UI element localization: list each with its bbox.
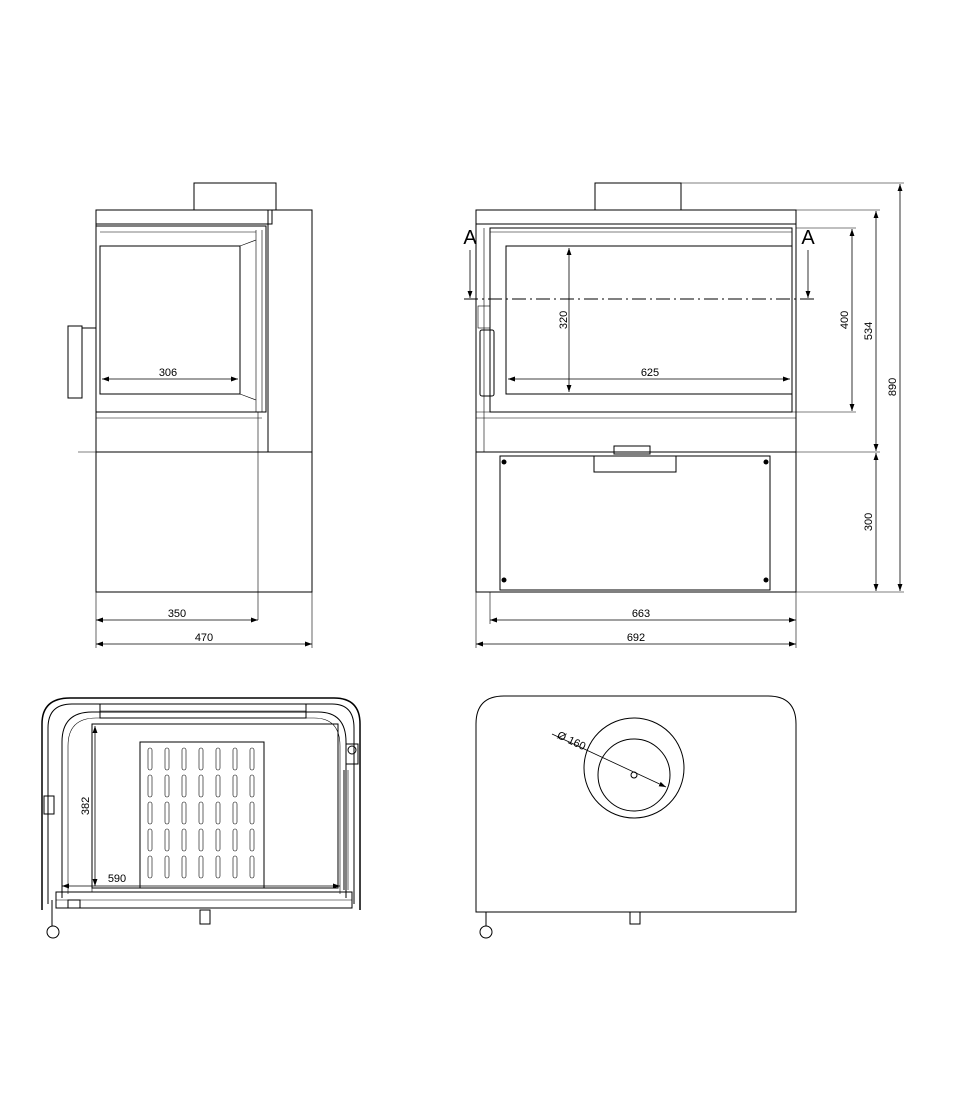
section-grate-slots bbox=[147, 747, 255, 879]
section-knob bbox=[46, 925, 60, 939]
grate-slot bbox=[232, 774, 238, 798]
side-handle bbox=[67, 325, 83, 399]
grate-slot bbox=[164, 828, 170, 852]
top-dim-diameter bbox=[551, 733, 667, 788]
grate-slot bbox=[198, 855, 204, 879]
grate-slot bbox=[215, 774, 221, 798]
front-door bbox=[489, 227, 793, 413]
front-flue-collar bbox=[594, 182, 682, 211]
grate-slot bbox=[249, 774, 255, 798]
grate-slot bbox=[164, 855, 170, 879]
grate-slot bbox=[147, 828, 153, 852]
section-label-left: A bbox=[463, 227, 477, 249]
side-dim-470-label: 470 bbox=[195, 632, 213, 644]
front-dim-692-label: 692 bbox=[627, 632, 645, 644]
top-view bbox=[475, 695, 797, 939]
grate-slot bbox=[147, 774, 153, 798]
front-air-slider bbox=[613, 445, 651, 455]
side-glass bbox=[99, 245, 241, 395]
front-dim-300-label: 300 bbox=[863, 513, 875, 531]
grate-slot bbox=[249, 747, 255, 771]
side-flue-collar bbox=[193, 182, 277, 211]
side-dim-306-label: 306 bbox=[159, 367, 177, 379]
front-dim-400-label: 400 bbox=[839, 311, 851, 329]
top-flue-outer bbox=[583, 717, 685, 819]
side-back-panel bbox=[267, 209, 313, 453]
grate-slot bbox=[215, 747, 221, 771]
section-view bbox=[41, 697, 361, 939]
section-stub bbox=[199, 909, 211, 925]
side-top-plate bbox=[95, 209, 273, 225]
section-label-right: A bbox=[801, 227, 815, 249]
grate-slot bbox=[215, 828, 221, 852]
grate-slot bbox=[198, 828, 204, 852]
front-top-plate bbox=[475, 209, 797, 225]
section-firebox-inner bbox=[91, 723, 339, 889]
front-drawer-tab bbox=[593, 455, 677, 473]
top-knob bbox=[479, 925, 493, 939]
front-handle bbox=[479, 329, 495, 397]
grate-slot bbox=[215, 855, 221, 879]
grate-slot bbox=[198, 747, 204, 771]
section-door-hinge bbox=[43, 795, 55, 815]
section-outer-shell bbox=[41, 697, 361, 910]
grate-slot bbox=[181, 828, 187, 852]
grate-slot bbox=[198, 801, 204, 825]
front-dim-890-label: 890 bbox=[887, 378, 899, 396]
grate-slot bbox=[198, 774, 204, 798]
section-dim-382-label: 382 bbox=[80, 797, 92, 815]
top-outline bbox=[475, 695, 797, 913]
grate-slot bbox=[181, 747, 187, 771]
front-base-door bbox=[499, 455, 771, 591]
grate-slot bbox=[147, 801, 153, 825]
grate-slot bbox=[181, 774, 187, 798]
front-view bbox=[475, 182, 904, 648]
grate-slot bbox=[232, 747, 238, 771]
grate-slot bbox=[215, 801, 221, 825]
top-dim-diameter-label: Ø 160 bbox=[555, 730, 587, 754]
grate-slot bbox=[147, 747, 153, 771]
grate-slot bbox=[164, 774, 170, 798]
grate-slot bbox=[249, 855, 255, 879]
top-flue-inner bbox=[597, 738, 671, 812]
front-dim-625-label: 625 bbox=[641, 367, 659, 379]
section-dim-590-label: 590 bbox=[108, 873, 126, 885]
section-grate bbox=[139, 741, 265, 889]
front-dim-534-label: 534 bbox=[863, 322, 875, 340]
front-dim-663-label: 663 bbox=[632, 608, 650, 620]
grate-slot bbox=[232, 855, 238, 879]
front-base bbox=[475, 451, 797, 593]
grate-slot bbox=[164, 801, 170, 825]
side-base bbox=[95, 451, 313, 593]
side-view bbox=[67, 182, 313, 648]
grate-slot bbox=[164, 747, 170, 771]
front-latch bbox=[477, 305, 491, 329]
front-glass bbox=[505, 245, 793, 395]
section-air-control bbox=[345, 743, 359, 765]
grate-slot bbox=[249, 801, 255, 825]
front-dim-320-label: 320 bbox=[558, 311, 570, 329]
grate-slot bbox=[181, 855, 187, 879]
grate-slot bbox=[232, 828, 238, 852]
top-stub bbox=[629, 911, 641, 925]
section-firebox-wall bbox=[61, 711, 347, 898]
side-dim-350-label: 350 bbox=[168, 608, 186, 620]
grate-slot bbox=[249, 828, 255, 852]
grate-slot bbox=[147, 855, 153, 879]
grate-slot bbox=[181, 801, 187, 825]
grate-slot bbox=[232, 801, 238, 825]
